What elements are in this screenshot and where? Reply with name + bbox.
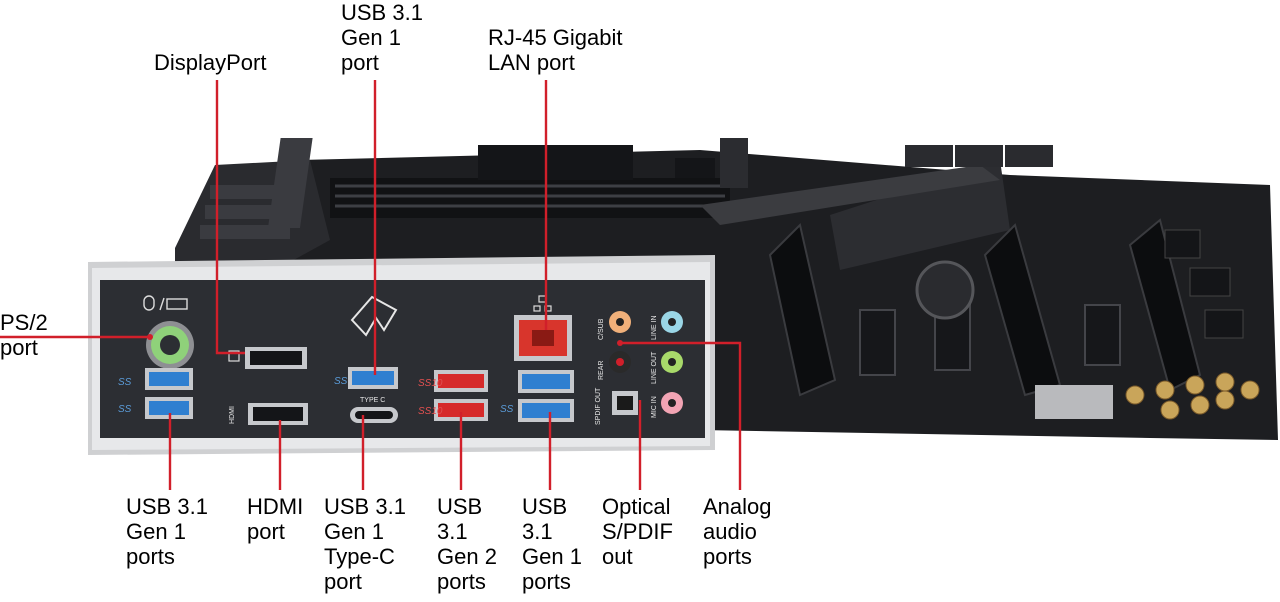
- callout-usb31-gen1-port: USB 3.1 Gen 1 port: [341, 0, 423, 75]
- ps2-mouse-keyboard-icon: [143, 295, 188, 311]
- motherboard: [175, 138, 1278, 440]
- usb31-gen1-ports-left: [145, 368, 193, 419]
- callout-displayport: DisplayPort: [154, 50, 267, 75]
- usb31-gen1-ports-right: SS: [500, 370, 574, 422]
- callout-usb31-gen2: USB 3.1 Gen 2 ports: [437, 494, 497, 594]
- displayport-icon: [228, 350, 240, 362]
- svg-text:LINE OUT: LINE OUT: [651, 351, 658, 384]
- superspeed-usb-icon: SS SS: [118, 377, 132, 415]
- svg-text:LINE IN: LINE IN: [651, 315, 658, 340]
- svg-text:C/SUB: C/SUB: [598, 318, 605, 340]
- leader-analog: [620, 341, 742, 490]
- chipset-heatsink: [830, 160, 1010, 270]
- ps2-port: [146, 321, 194, 369]
- callout-hdmi: HDMI port: [247, 494, 304, 544]
- rog-logo-icon: [350, 295, 398, 337]
- cmos-battery: [915, 260, 975, 320]
- svg-text:MIC IN: MIC IN: [651, 396, 658, 418]
- svg-text:SS: SS: [334, 376, 348, 387]
- svg-text:SPDIF OUT: SPDIF OUT: [595, 387, 602, 425]
- callout-usb31-gen1-ports-left: USB 3.1 Gen 1 ports: [126, 494, 208, 569]
- atx-power-connector: [478, 145, 633, 180]
- callout-ps2: PS/2 port: [0, 310, 48, 360]
- chip: [1035, 385, 1113, 419]
- svg-text:SS10: SS10: [418, 406, 443, 417]
- usb31-gen1-port-single: SS: [334, 367, 398, 389]
- usb31-gen2-ports: SS10 SS10: [418, 370, 488, 421]
- callout-optical-spdif: Optical S/PDIF out: [602, 494, 673, 569]
- callout-analog-audio: Analog audio ports: [703, 494, 772, 569]
- svg-text:SS: SS: [118, 377, 132, 388]
- svg-text:SS10: SS10: [418, 378, 443, 389]
- memory-slots: [330, 178, 730, 218]
- svg-text:SS: SS: [500, 404, 514, 415]
- optical-spdif-port: SPDIF OUT: [595, 387, 638, 425]
- svg-text:SS: SS: [118, 404, 132, 415]
- displayport-connector: [228, 347, 307, 369]
- callout-usb31-gen1-typec: USB 3.1 Gen 1 Type-C port: [324, 494, 406, 594]
- svg-text:REAR: REAR: [598, 361, 605, 380]
- callout-rj45-lan: RJ-45 Gigabit LAN port: [488, 25, 623, 75]
- callout-usb31-gen1-ports-right: USB 3.1 Gen 1 ports: [522, 494, 582, 594]
- svg-text:TYPE C: TYPE C: [360, 397, 385, 404]
- svg-text:HDMI: HDMI: [229, 406, 236, 424]
- leader-lines: [0, 80, 742, 490]
- io-panel: [100, 280, 705, 438]
- hdmi-connector: HDMI: [229, 403, 308, 425]
- leader-displayport: [215, 80, 245, 355]
- rj45-lan-port: [514, 315, 572, 361]
- analog-audio-jacks: C/SUB REAR LINE IN LINE OUT MIC IN: [598, 311, 683, 418]
